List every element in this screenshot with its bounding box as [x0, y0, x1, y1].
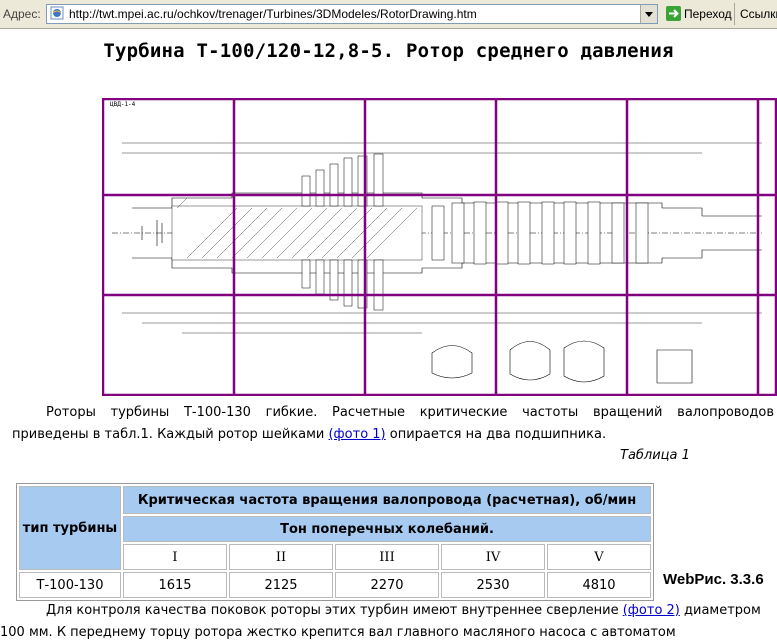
second-line-1-start: Для контроля качества поковок роторы эти…	[46, 603, 623, 618]
chevron-down-icon	[645, 11, 653, 17]
tone-cell: V	[547, 544, 651, 570]
frequency-cell: 2270	[335, 572, 439, 598]
figure-label: WebРис. 3.3.6	[663, 571, 764, 588]
frequency-cell: 2530	[441, 572, 545, 598]
turbine-type-header: тип турбины	[19, 486, 121, 570]
go-button[interactable]: Переход	[664, 4, 732, 23]
intro-line-2-start: приведены в табл.1. Каждый ротор шейками	[12, 427, 329, 442]
rotor-drawing-image[interactable]: ЦВД-1-4	[102, 98, 777, 396]
frequency-header: Критическая частота вращения валопровода…	[123, 486, 651, 514]
second-line-2: 100 мм. К переднему торцу ротора жестко …	[0, 625, 676, 640]
intro-line-1: Роторы турбины Т-100-130 гибкие. Расчетн…	[46, 405, 774, 420]
table-caption: Таблица 1	[620, 448, 690, 463]
critical-frequency-table: тип турбины Критическая частота вращения…	[16, 483, 654, 601]
address-dropdown-button[interactable]	[640, 5, 657, 23]
intro-line-2-end: опирается на два подшипника.	[385, 427, 607, 442]
go-arrow-icon	[666, 6, 681, 21]
second-paragraph: Для контроля качества поковок роторы эти…	[0, 600, 777, 644]
address-input[interactable]: http://twt.mpei.ac.ru/ochkov/trenager/Tu…	[46, 4, 658, 24]
drawing-stamp: ЦВД-1-4	[110, 101, 136, 108]
frequency-cell: 4810	[547, 572, 651, 598]
turbine-name-cell: Т-100-130	[19, 572, 121, 598]
toolbar-separator	[734, 3, 735, 25]
intro-paragraph: Роторы турбины Т-100-130 гибкие. Расчетн…	[12, 402, 774, 446]
frequency-cell: 2125	[229, 572, 333, 598]
photo-1-link[interactable]: (фото 1)	[328, 427, 386, 442]
tone-cell: III	[335, 544, 439, 570]
frequency-cell: 1615	[123, 572, 227, 598]
second-line-1: Для контроля качества поковок роторы эти…	[0, 600, 777, 622]
address-bar: Адрес: http://twt.mpei.ac.ru/ochkov/tren…	[0, 0, 777, 29]
address-url[interactable]: http://twt.mpei.ac.ru/ochkov/trenager/Tu…	[69, 7, 477, 21]
go-label: Переход	[684, 7, 732, 21]
second-line-1-end: диаметром	[679, 603, 761, 618]
tone-cell: II	[229, 544, 333, 570]
address-label: Адрес:	[3, 7, 41, 21]
tone-cell: IV	[441, 544, 545, 570]
tone-header: Тон поперечных колебаний.	[123, 516, 651, 542]
tone-cell: I	[123, 544, 227, 570]
links-button[interactable]: Ссылки	[740, 7, 777, 21]
page-icon	[50, 6, 64, 20]
photo-2-link[interactable]: (фото 2)	[622, 603, 680, 618]
page-title: Турбина Т-100/120-12,8-5. Ротор среднего…	[103, 40, 674, 62]
